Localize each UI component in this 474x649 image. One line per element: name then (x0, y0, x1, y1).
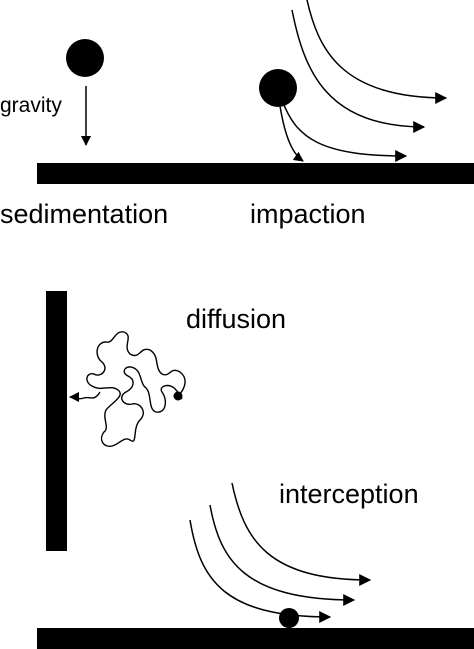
interception-streamline-1 (231, 482, 372, 586)
bottom-surface-bar (37, 628, 474, 649)
impaction-streamline-3 (281, 99, 408, 162)
impaction-streamline-2 (291, 9, 426, 133)
sedimentation-label: sedimentation (0, 199, 169, 229)
diffusion-label: diffusion (186, 304, 287, 334)
impaction-label: impaction (250, 199, 366, 229)
top-surface-bar (37, 163, 474, 184)
diffusion-arrow-to-wall (69, 391, 101, 403)
gravity-label: gravity (0, 94, 62, 117)
sedimentation-particle (66, 39, 104, 77)
impaction-streamline-1 (306, 0, 448, 104)
interception-label: interception (279, 479, 419, 509)
diffusion-particle (173, 391, 183, 401)
impaction-particle-trajectory (279, 105, 304, 162)
interception-streamline-3 (189, 519, 332, 623)
interception-particle (279, 608, 299, 628)
impaction-particle (259, 69, 297, 107)
brownian-motion-path (86, 331, 186, 447)
interception-streamline-2 (209, 504, 356, 606)
left-vertical-surface-bar (46, 291, 67, 551)
